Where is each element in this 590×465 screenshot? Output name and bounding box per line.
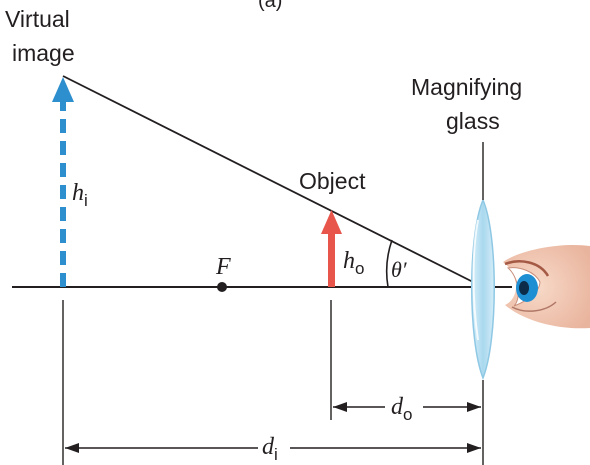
ray-line: [62, 75, 484, 288]
image-distance-dimension: [65, 443, 481, 453]
object-distance-label: do: [391, 394, 412, 424]
magnifying-lens: [471, 198, 495, 381]
eye-icon: [503, 244, 590, 329]
magnifying-label-line2: glass: [446, 108, 500, 134]
focal-point-dot: [217, 282, 227, 292]
part-label: (a): [258, 0, 282, 12]
focal-point-label: F: [215, 254, 231, 280]
object-label: Object: [299, 168, 366, 194]
virtual-image-label-line1: Virtual: [5, 6, 70, 32]
angle-arc: [385, 239, 393, 288]
virtual-image-label-line2: image: [12, 40, 75, 66]
magnifying-label-line1: Magnifying: [411, 74, 522, 100]
object-arrow: [321, 210, 342, 287]
image-distance-label: di: [262, 434, 278, 464]
virtual-image-arrow: [52, 77, 74, 287]
object-distance-dimension: [333, 402, 481, 412]
image-height-label: hi: [72, 180, 88, 210]
theta-label: θ′: [391, 257, 408, 282]
object-height-label: ho: [343, 248, 364, 278]
